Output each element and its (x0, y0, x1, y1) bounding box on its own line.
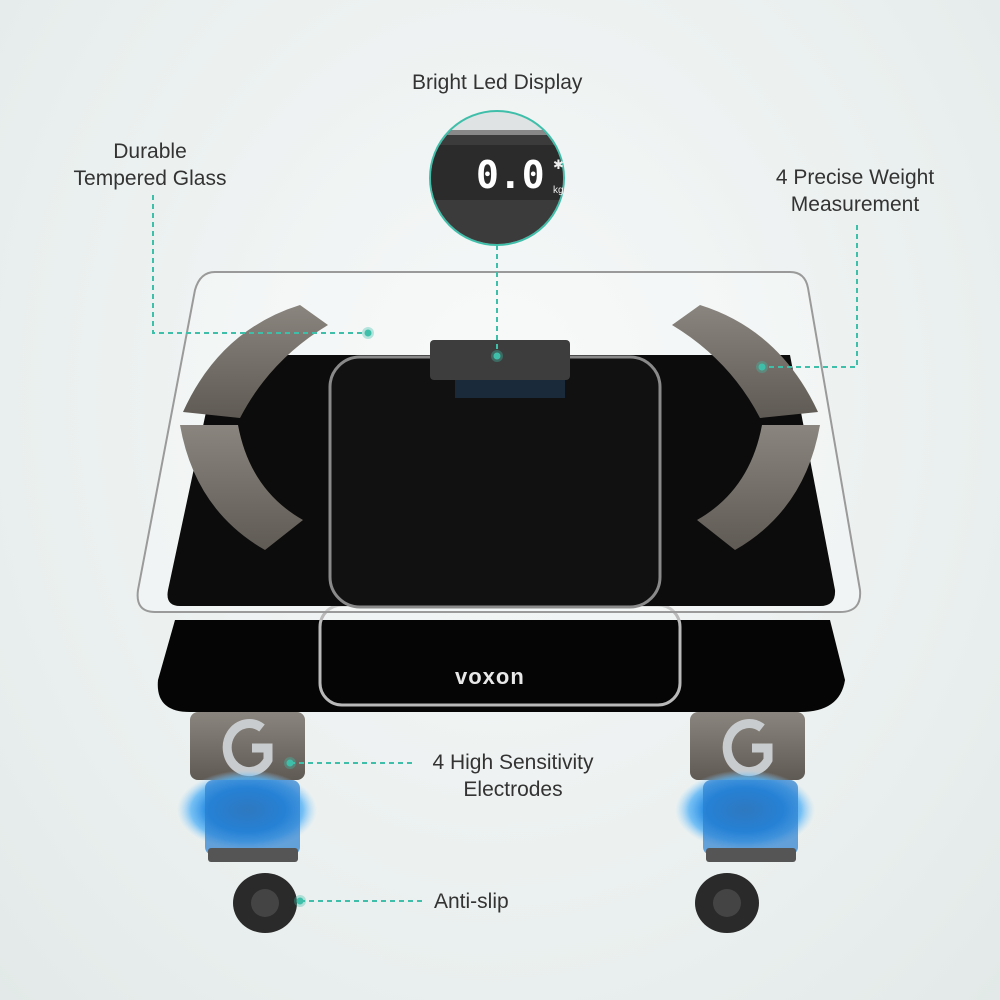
scale-base (157, 603, 845, 712)
label-electrodes-line1: 4 High Sensitivity (432, 751, 594, 774)
electrode-pad (180, 425, 303, 550)
callout-dots (284, 327, 768, 907)
label-glass-line2: Tempered Glass (73, 167, 227, 190)
label-electrodes: 4 High Sensitivity Electrodes (418, 749, 608, 803)
foot-right (675, 712, 815, 933)
brand-logo: voxon (455, 664, 525, 689)
label-weight-line1: 4 Precise Weight (775, 166, 935, 189)
label-weight: 4 Precise Weight Measurement (760, 164, 950, 218)
label-weight-line2: Measurement (790, 193, 920, 216)
electrode-pad (183, 305, 328, 418)
label-electrodes-line2: Electrodes (463, 778, 563, 801)
foot-left (177, 712, 317, 933)
display-reading: 0.0 (476, 153, 545, 197)
electrode-pad (697, 425, 820, 550)
label-glass-line1: Durable (113, 140, 187, 163)
callout-lines (152, 195, 858, 902)
electrode-pad (672, 305, 818, 418)
display-unit: kg (553, 185, 564, 196)
label-glass: Durable Tempered Glass (60, 138, 240, 192)
tempered-glass-top (136, 271, 862, 613)
label-display: Bright Led Display (412, 71, 583, 94)
display-module (430, 340, 570, 380)
display-callout (429, 110, 565, 246)
electrode-g-shape (722, 719, 773, 777)
label-antislip: Anti-slip (434, 890, 509, 913)
electrode-g-shape (222, 719, 273, 777)
bluetooth-icon: ✱ (553, 157, 564, 172)
